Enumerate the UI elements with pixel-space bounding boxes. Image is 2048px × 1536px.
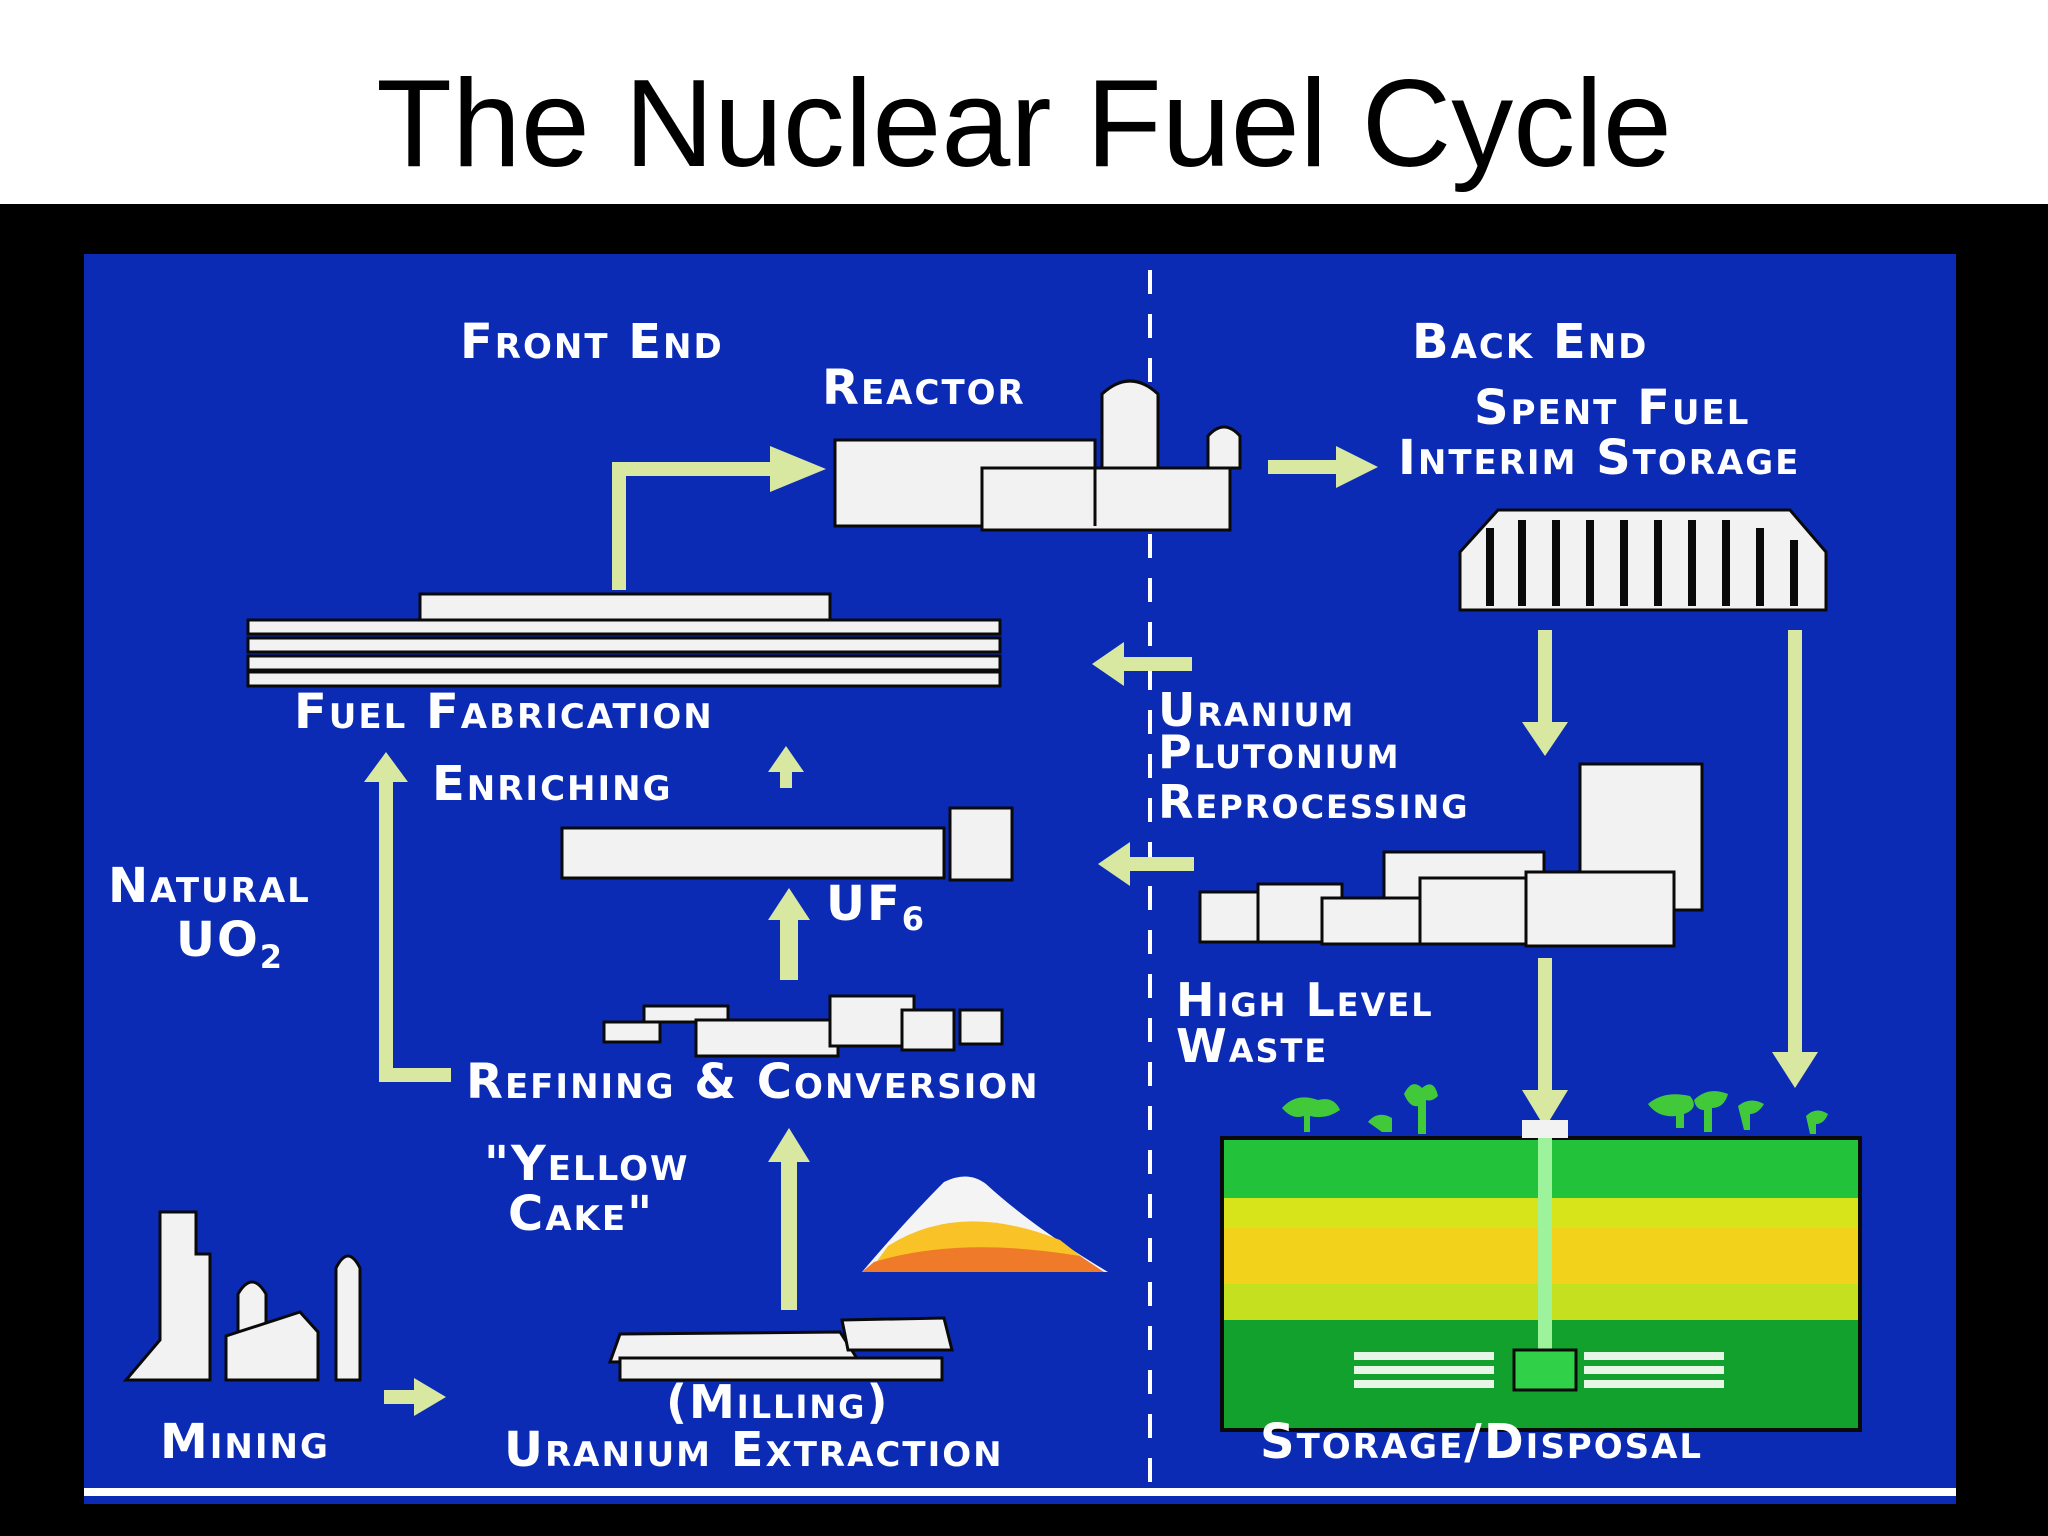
hlw-to-disposal-arrowhead (1522, 1090, 1568, 1128)
storage-to-reproc-shaft (1538, 630, 1552, 726)
reactor-building (833, 379, 1242, 532)
interim-storage-label-text: Interim Storage (1398, 430, 1800, 486)
refining-plant-illustration (602, 994, 1004, 1058)
geological-repository (1220, 1120, 1862, 1432)
yellow-cake-label-line2: Cake" (508, 1186, 654, 1242)
mining-to-milling-arrowhead (414, 1378, 446, 1416)
enriching-plant-illustration (560, 806, 1014, 882)
reprocessing-label: Reprocessing (1158, 775, 1470, 829)
hlw-to-disposal-shaft (1538, 958, 1552, 1094)
natural-uo2-arrowhead (364, 752, 408, 782)
storage-to-disposal-shaft (1788, 630, 1802, 1056)
slide-title: The Nuclear Fuel Cycle (376, 55, 1672, 193)
fuel-fabrication-label: Fuel Fabrication (294, 684, 714, 740)
bottom-rule (84, 1488, 1956, 1496)
plutonium-return-shaft (1128, 857, 1194, 871)
uf6-up-shaft (780, 918, 798, 980)
mining-illustration (122, 1210, 362, 1382)
storage-disposal-label: Storage/Disposal (1260, 1414, 1703, 1470)
uf6-up-arrowhead (768, 888, 810, 920)
natural-uo2-horizontal (379, 1068, 451, 1082)
yellow-cake-label-line1: "Yellow (484, 1136, 690, 1192)
mining-to-milling-shaft (384, 1390, 416, 1404)
waste-label: Waste (1176, 1019, 1328, 1073)
natural-uo2-vertical (379, 780, 393, 1080)
plutonium-return-arrowhead (1098, 842, 1130, 886)
mining-label: Mining (160, 1414, 330, 1470)
diagram-labels: Front End Back End Reactor Spent Fuel In… (108, 314, 1800, 1478)
uf6-label: UF6 (826, 876, 926, 938)
milling-up-arrowhead (768, 1128, 810, 1162)
reactor-to-storage-arrowhead (1336, 446, 1378, 488)
fuel-fabrication-illustration (246, 592, 1002, 688)
enriching-label: Enriching (432, 756, 673, 812)
milling-plant-illustration (607, 1316, 954, 1382)
uranium-extraction-label: Uranium Extraction (504, 1422, 1004, 1478)
yellow-cake-pile (862, 1176, 1108, 1272)
flow-arrows (364, 446, 1818, 1416)
reactor-label: Reactor (822, 360, 1026, 416)
high-level-label: High Level (1176, 973, 1434, 1027)
enriching-up-shaft (780, 770, 792, 788)
fab-to-reactor-arrowhead (770, 446, 826, 492)
fab-to-reactor-vertical (612, 462, 626, 590)
refining-conversion-label: Refining & Conversion (466, 1054, 1040, 1110)
reactor-to-storage-shaft (1268, 460, 1338, 474)
reprocessing-plant-illustration (1198, 762, 1704, 948)
uranium-return-arrowhead (1092, 642, 1124, 686)
spent-fuel-label: Spent Fuel (1474, 380, 1750, 436)
storage-to-disposal-arrowhead (1772, 1052, 1818, 1088)
surface-trees (1282, 1084, 1828, 1134)
storage-to-reproc-arrowhead (1522, 722, 1568, 756)
uo2-label: UO2 (176, 912, 284, 976)
enriching-up-arrowhead (768, 746, 804, 772)
back-end-label: Back End (1412, 314, 1648, 370)
front-end-label: Front End (460, 314, 724, 370)
fab-to-reactor-horizontal (612, 462, 772, 476)
uranium-label: Uranium (1158, 683, 1355, 737)
storage-slats (1486, 520, 1798, 606)
milling-label: (Milling) (666, 1375, 889, 1429)
milling-up-shaft (781, 1160, 797, 1310)
natural-label: Natural (108, 858, 311, 914)
plutonium-label: Plutonium (1158, 725, 1401, 779)
uranium-return-shaft (1122, 657, 1192, 671)
spent-fuel-storage-illustration (1458, 508, 1828, 612)
